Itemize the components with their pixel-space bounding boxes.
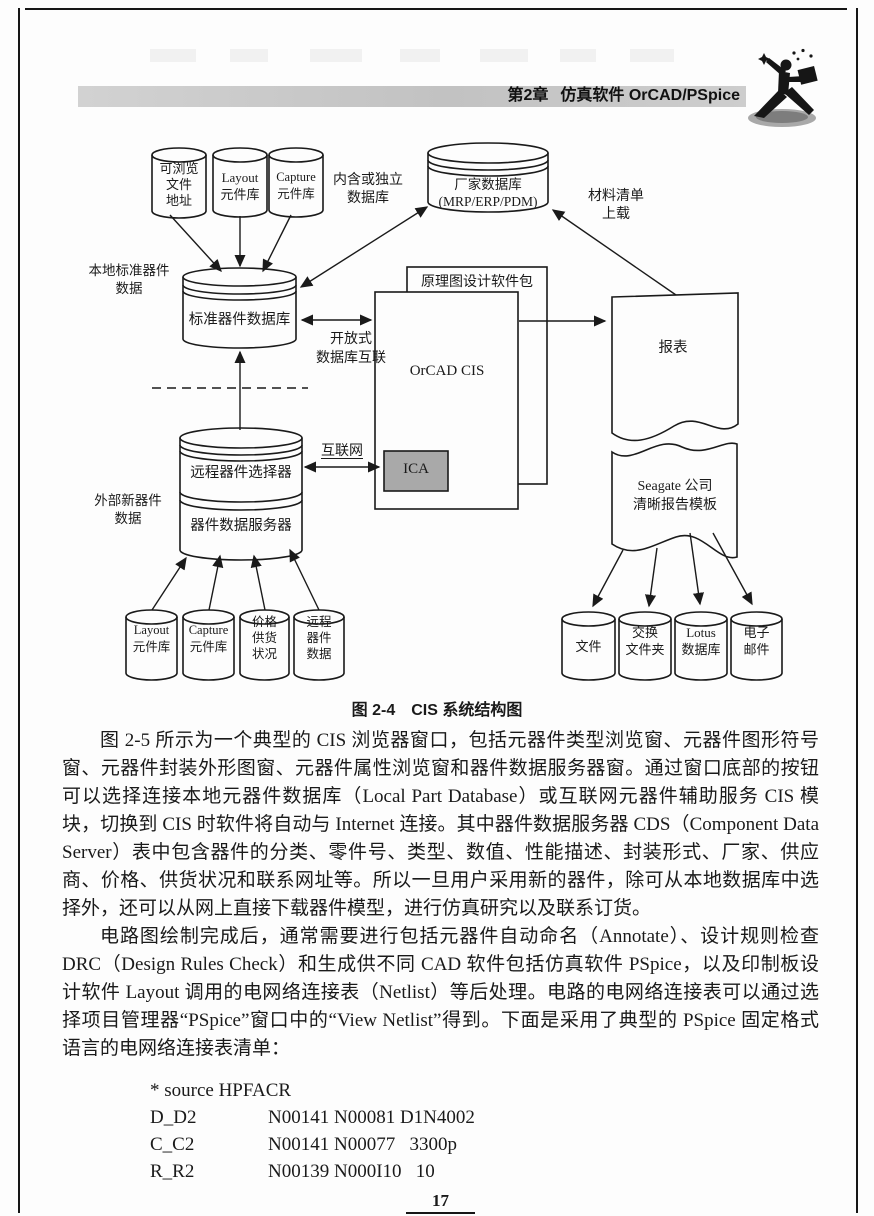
label-report: 报表 [658, 340, 688, 356]
label-ica: ICA [403, 461, 429, 477]
scan-border-top [25, 8, 847, 10]
bleed-smudge [150, 49, 196, 62]
label-cyl-file: 文件 [575, 639, 602, 654]
bleed-smudge [400, 49, 440, 62]
page-number: 17 [62, 1191, 819, 1214]
note-embedded-db: 内含或独立 数据库 [333, 173, 403, 206]
note-external-data: 外部新器件 数据 [94, 493, 162, 526]
arrow-report-to-vendordb [551, 209, 677, 296]
arrow-price-to-server [250, 554, 266, 611]
bleed-smudge [560, 49, 596, 62]
netlist-ref: D_D2 [150, 1107, 197, 1128]
cylinder-remote-data-shape [293, 609, 345, 681]
label-orcad-cis: OrCAD CIS [409, 363, 485, 379]
netlist-listing: * source HPFACR D_D2 N00141 N00081 D1N40… [150, 1077, 819, 1185]
cylinder-lotus-shape [674, 611, 728, 681]
label-vendor-db: 厂家数据库 (MRP/ERP/PDM) [438, 177, 538, 209]
label-device-server: 器件数据服务器 [190, 518, 292, 534]
cylinder-remote-server-shape [179, 427, 303, 561]
scan-border-left [18, 8, 20, 1213]
cylinder-file-shape [561, 611, 616, 681]
netlist-row: D_D2 N00141 N00081 D1N4002 [150, 1104, 819, 1131]
label-cyl-remote-data: 远程 器件 数据 [306, 615, 332, 661]
label-cyl-browse: 可浏览 文件 地址 [159, 161, 199, 208]
cylinder-exchange-shape [618, 611, 672, 681]
bleed-smudge [230, 49, 268, 62]
cylinder-layout-bl-shape [125, 609, 178, 681]
label-cyl-layout-bl: Layout 元件库 [132, 623, 171, 654]
seagate-sheet-shape [611, 442, 738, 559]
label-cyl-price: 价格 供货 状况 [251, 615, 277, 661]
arrow-capture-to-stddb [262, 214, 292, 273]
arrow-remotedata-to-server [289, 548, 320, 611]
cylinder-vendor-db-shape [427, 142, 549, 213]
mascot-illustration [748, 48, 818, 127]
arrow-seagate-to-lotus [689, 532, 704, 606]
chapter-header: 第2章仿真软件 OrCAD/PSpice [78, 85, 741, 107]
scan-border-right [856, 8, 858, 1213]
paragraph-netlist-intro: 电路图绘制完成后，通常需要进行包括元器件自动命名（Annotate）、设计规则检… [62, 926, 819, 1059]
label-cyl-capture-top: Capture 元件库 [276, 170, 316, 201]
body-text: 图 2-5 所示为一个典型的 CIS 浏览器窗口，包括元器件类型浏览窗、元器件图… [62, 727, 819, 1214]
arrow-seagate-to-exchange [644, 547, 658, 608]
label-cyl-capture-bl: Capture 元件库 [188, 623, 229, 654]
label-cyl-exchange: 交换 文件夹 [625, 625, 665, 657]
label-schematic-package: 原理图设计软件包 [421, 275, 533, 290]
bleed-smudge [480, 49, 528, 62]
note-bom-upload: 材料清单 上载 [588, 189, 644, 222]
cylinder-email-shape [730, 611, 783, 681]
netlist-nodes: N00141 N00077 3300p [268, 1134, 457, 1155]
arrow-capturebl-to-server [208, 554, 224, 611]
arrow-seagate-to-email [712, 532, 753, 606]
netlist-ref: R_R2 [150, 1161, 195, 1182]
cis-structure-diagram [125, 142, 783, 681]
arrow-layoutbl-to-server [151, 556, 187, 611]
bleed-smudge [310, 49, 362, 62]
chapter-title: 仿真软件 OrCAD/PSpice [560, 87, 740, 104]
netlist-ref: C_C2 [150, 1134, 195, 1155]
note-internet: 互联网 [321, 444, 363, 459]
label-cyl-lotus: Lotus 数据库 [681, 625, 721, 657]
netlist-nodes: N00139 N000I10 10 [268, 1161, 435, 1182]
label-standard-db: 标准器件数据库 [188, 312, 291, 328]
arrow-seagate-to-file [592, 549, 624, 608]
cylinder-capture-bl-shape [182, 609, 235, 681]
bleed-smudge [630, 49, 674, 62]
label-cyl-layout-top: Layout 元件库 [220, 170, 260, 202]
ica-box [383, 450, 449, 492]
arrow-browse-to-stddb [169, 214, 222, 273]
chapter-number: 第2章 [507, 87, 549, 104]
netlist-nodes: N00141 N00081 D1N4002 [268, 1107, 475, 1128]
chapter-header-bar [78, 86, 746, 107]
note-odbc: 开放式 数据库互联 [316, 332, 386, 366]
cylinder-standard-db-shape [182, 267, 297, 349]
netlist-row: R_R2 N00139 N000I10 10 [150, 1158, 819, 1185]
arrow-stddb-vendordb [299, 206, 429, 288]
cylinder-price-shape [239, 609, 290, 681]
netlist-source-line: * source HPFACR [150, 1080, 292, 1101]
label-cyl-email: 电子 邮件 [743, 625, 770, 657]
label-seagate: Seagate 公司 清晰报告模板 [633, 479, 717, 513]
figure-caption: 图 2-4 CIS 系统结构图 [351, 702, 523, 719]
cylinder-browsable-address-shape [151, 147, 207, 219]
report-sheet-shape [611, 292, 739, 442]
netlist-row: C_C2 N00141 N00077 3300p [150, 1131, 819, 1158]
paragraph-cis-browser: 图 2-5 所示为一个典型的 CIS 浏览器窗口，包括元器件类型浏览窗、元器件图… [62, 730, 819, 919]
note-local-std-data: 本地标准器件 数据 [88, 263, 170, 296]
label-remote-selector: 远程器件选择器 [190, 465, 292, 481]
